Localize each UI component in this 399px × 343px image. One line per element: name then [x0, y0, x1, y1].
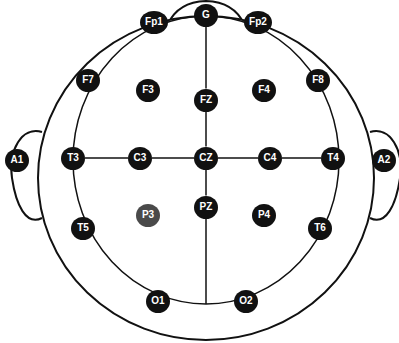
electrode: O1: [146, 290, 170, 313]
electrode: P4: [252, 204, 276, 227]
connector-line: [218, 157, 258, 159]
electrode: F3: [136, 79, 160, 102]
electrode-label: Fp2: [249, 17, 267, 27]
electrode: Fp2: [244, 11, 272, 34]
connector-line: [152, 157, 194, 159]
electrode-label: CZ: [199, 153, 212, 163]
electrode-label: Fp1: [145, 17, 163, 27]
electrode-label: A1: [11, 155, 24, 165]
electrode: T6: [308, 217, 332, 240]
connector-line: [282, 157, 321, 159]
electrode: A2: [372, 149, 396, 172]
electrode-label: PZ: [200, 202, 213, 212]
electrode-label: G: [202, 10, 210, 20]
electrode-label: O1: [151, 296, 164, 306]
electrode-ring: [73, 16, 339, 304]
electrode-label: C4: [264, 153, 277, 163]
electrode-label: F3: [142, 85, 154, 95]
connector-line: [205, 27, 207, 89]
electrode-label: FZ: [200, 95, 212, 105]
electrode: F7: [76, 69, 100, 92]
electrode: O2: [234, 290, 258, 313]
electrode-label: F4: [258, 85, 270, 95]
electrode: F8: [306, 69, 330, 92]
electrode: T4: [321, 147, 345, 170]
electrode: T3: [61, 147, 85, 170]
electrode: T5: [71, 217, 95, 240]
electrode-label: A2: [378, 155, 391, 165]
electrode-label: T6: [314, 223, 326, 233]
electrode-label: F7: [82, 75, 94, 85]
electrode: C4: [258, 147, 282, 170]
midline: [205, 218, 207, 304]
electrode: P3: [136, 204, 160, 227]
electrode: PZ: [194, 196, 218, 219]
electrode: G: [194, 4, 218, 27]
electrode: A1: [5, 149, 29, 172]
electrode: Fp1: [140, 11, 168, 34]
electrode-label: P4: [258, 210, 270, 220]
electrode: C3: [128, 147, 152, 170]
electrode-label: T3: [67, 153, 79, 163]
electrode: FZ: [194, 89, 218, 112]
electrode: F4: [252, 79, 276, 102]
electrode-label: T5: [77, 223, 89, 233]
electrode-label: P3: [142, 210, 154, 220]
connector-line: [205, 170, 207, 196]
electrode: CZ: [194, 147, 218, 170]
electrode-label: O2: [239, 296, 252, 306]
head-circle: [38, 16, 374, 340]
connector-line: [85, 157, 128, 159]
connector-line: [205, 112, 207, 147]
electrode-label: C3: [134, 153, 147, 163]
electrode-label: T4: [327, 153, 339, 163]
electrode-label: F8: [312, 75, 324, 85]
